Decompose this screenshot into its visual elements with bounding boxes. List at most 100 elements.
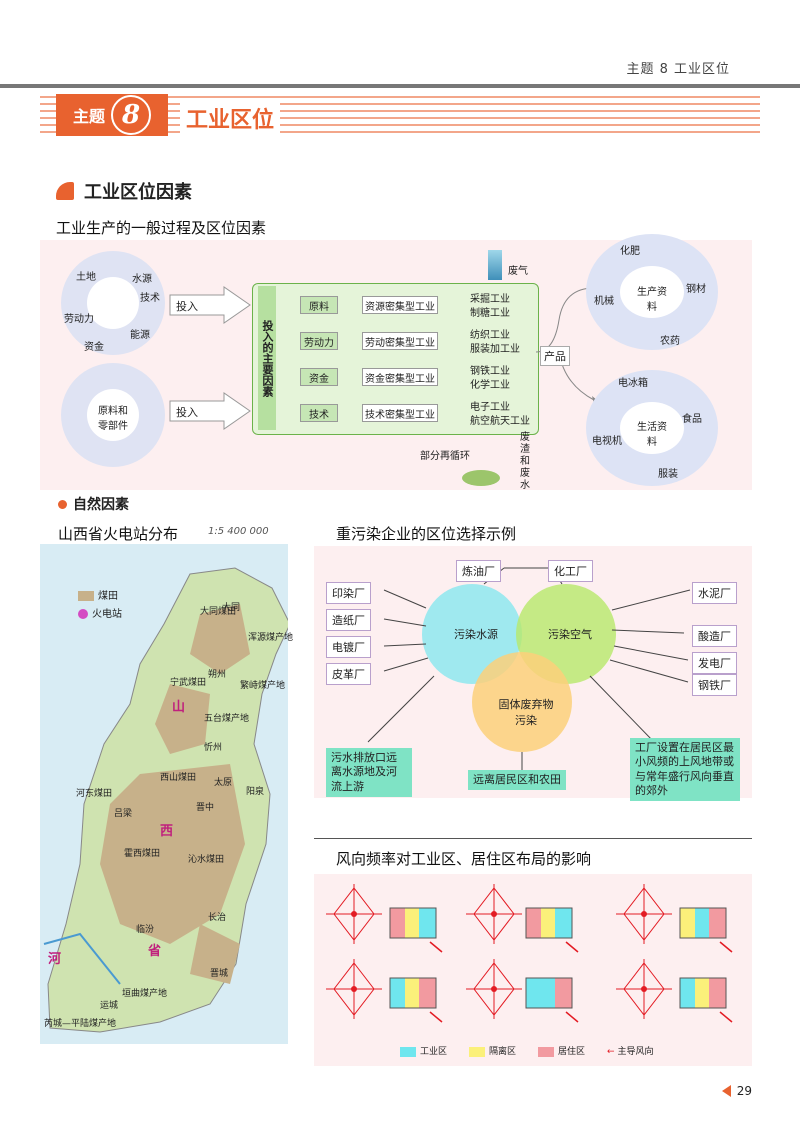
- product-pesticide: 农药: [660, 336, 680, 347]
- input-arrows: [169, 286, 251, 430]
- map-label: 霍西煤田: [124, 849, 161, 859]
- factory-right: 酸造厂: [692, 625, 737, 647]
- inputs-circle-top: [61, 251, 165, 355]
- recycle-label: 部分再循环: [420, 451, 470, 462]
- section-icon: [56, 182, 74, 200]
- living-clothing: 服装: [658, 469, 678, 480]
- factor-label: 技术: [300, 404, 338, 422]
- industry-type: 资源密集型工业: [362, 296, 438, 314]
- zone-b: [541, 978, 555, 1008]
- map-label: 沁水煤田: [188, 855, 225, 865]
- factor-block-title: 投入的主要因素: [258, 286, 276, 430]
- industry-example: 服装加工业: [470, 344, 520, 355]
- buffer-swatch: [469, 1046, 486, 1057]
- factory-refinery: 炼油厂: [456, 560, 501, 582]
- legend-wind: 主导风向: [617, 1047, 654, 1057]
- outcome-fields: 远离居民区和农田: [468, 770, 566, 791]
- legend-powerplant: 火电站: [92, 609, 122, 620]
- wind-diagrams: [326, 884, 733, 1023]
- page-number-text: 29: [736, 1084, 752, 1098]
- wind-arrow-icon: ←: [607, 1047, 615, 1057]
- divider: [314, 838, 752, 839]
- inputs-circle-bottom: [61, 363, 165, 467]
- zone-c: [709, 978, 726, 1008]
- zone-b: [695, 908, 709, 938]
- wind-arrow: [719, 941, 733, 953]
- outcome-air: 工厂设置在居民区最小风频的上风地带或与常年盛行风向垂直的郊外: [630, 738, 740, 802]
- chapter-title: 工业区位: [180, 102, 281, 134]
- living-fridge: 电冰箱: [618, 378, 648, 389]
- industry-type: 资金密集型工业: [362, 368, 438, 386]
- industry-example: 制糖工业: [470, 308, 510, 319]
- factor-row: 劳动力 劳动密集型工业 纺织工业 服装加工业: [280, 326, 534, 356]
- product-fertilizer: 化肥: [620, 246, 640, 257]
- product-steel: 钢材: [686, 284, 706, 295]
- legend-coalfield: 煤田: [98, 591, 118, 602]
- zone-frame: [389, 907, 437, 939]
- wind-arrow: [565, 1011, 579, 1023]
- factor-label: 原料: [300, 296, 338, 314]
- legend-residential: 居住区: [558, 1047, 586, 1057]
- living-food: 食品: [682, 414, 702, 425]
- factory-left: 印染厂: [326, 582, 371, 604]
- zone-c: [555, 978, 572, 1008]
- product-label: 产品: [540, 346, 570, 366]
- factory-right: 发电厂: [692, 652, 737, 674]
- factor-label: 资金: [300, 368, 338, 386]
- wind-arrow: [719, 1011, 733, 1023]
- industry-swatch: [400, 1046, 416, 1057]
- map-label: 晋中: [196, 803, 215, 813]
- factory-right: 钢铁厂: [692, 674, 737, 696]
- input-materials: 原料和零部件: [98, 406, 128, 432]
- zone-frame: [679, 907, 727, 939]
- wind-title: 风向频率对工业区、居住区布局的影响: [336, 850, 592, 868]
- map-label: 省: [148, 944, 162, 959]
- legend-industry: 工业区: [420, 1047, 448, 1057]
- zone-frame: [679, 977, 727, 1009]
- topic-number: 8: [111, 95, 151, 135]
- map-label: 繁峙煤产地: [240, 681, 286, 691]
- zone-b: [405, 978, 419, 1008]
- map-label: 山: [172, 700, 186, 715]
- page-number: 29: [721, 1084, 752, 1098]
- zone-frame: [525, 977, 573, 1009]
- section-heading: 工业区位因素: [56, 178, 192, 204]
- map-label: 临汾: [136, 925, 155, 935]
- map-label: 运城: [100, 1001, 119, 1011]
- map-label: 五台煤产地: [204, 714, 250, 724]
- map-label: 吕梁: [114, 809, 133, 819]
- industry-example: 采掘工业: [470, 294, 510, 305]
- residential-swatch: [538, 1046, 555, 1057]
- factory-right: 水泥厂: [692, 582, 737, 604]
- factory-left: 皮革厂: [326, 663, 371, 685]
- zone-c: [419, 908, 436, 938]
- industry-example: 化学工业: [470, 380, 510, 391]
- topic-badge: 主题 8: [56, 94, 168, 136]
- industry-type: 技术密集型工业: [362, 404, 438, 422]
- input-energy: 能源: [130, 330, 150, 341]
- industry-example: 纺织工业: [470, 330, 510, 341]
- factor-label: 劳动力: [300, 332, 338, 350]
- map-label: 河: [48, 952, 62, 967]
- product-machinery: 机械: [594, 296, 614, 307]
- map-label: 长治: [208, 913, 227, 923]
- input-technology: 技术: [140, 293, 160, 304]
- wind-rose-center: [491, 986, 497, 992]
- section-title: 工业区位因素: [84, 182, 192, 203]
- industry-example: 钢铁工业: [470, 366, 510, 377]
- map-label: 大同: [222, 603, 241, 613]
- map-label: 太原: [214, 778, 233, 788]
- wind-rose-center: [641, 986, 647, 992]
- powerplant-icon: [78, 609, 88, 619]
- production-circle: [586, 234, 718, 350]
- wind-arrow: [429, 1011, 443, 1023]
- production-center: 生产资料: [637, 287, 667, 313]
- zone-frame: [525, 907, 573, 939]
- map-legend: 煤田 火电站: [78, 588, 122, 624]
- circle-solid: 固体废弃物污染: [498, 698, 554, 727]
- wind-arrow: [565, 941, 579, 953]
- zone-frame: [389, 977, 437, 1009]
- industry-type: 劳动密集型工业: [362, 332, 438, 350]
- map-label: 西山煤田: [160, 773, 197, 783]
- factor-row: 原料 资源密集型工业 采掘工业 制糖工业: [280, 290, 534, 320]
